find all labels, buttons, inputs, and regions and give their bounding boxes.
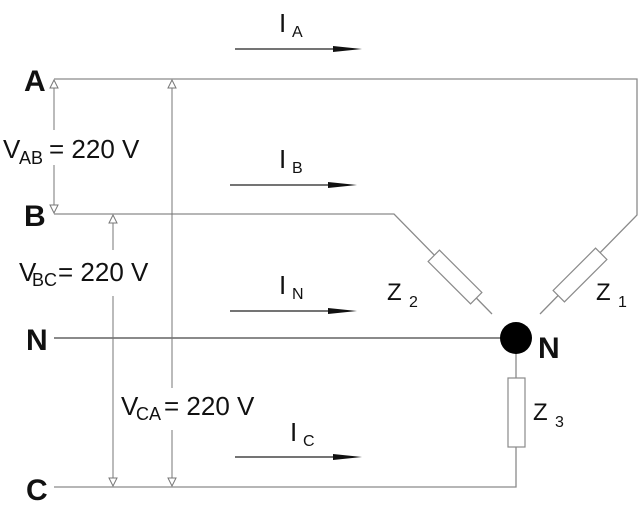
- line-c: C: [26, 447, 517, 507]
- line-n: N: [26, 324, 505, 357]
- arrow-down-icon: [49, 204, 59, 215]
- svg-text:C: C: [303, 433, 315, 450]
- svg-text:A: A: [292, 24, 303, 41]
- arrow-right-icon: [328, 182, 357, 188]
- arrow-right-icon: [333, 454, 362, 460]
- svg-text:= 220 V: = 220 V: [164, 391, 255, 421]
- impedance-z2: [427, 249, 483, 305]
- label-z2: Z 2: [387, 279, 418, 311]
- label-line-c: C: [26, 474, 48, 507]
- svg-text:I: I: [279, 270, 286, 300]
- svg-text:= 220 V: = 220 V: [49, 134, 140, 164]
- svg-text:CA: CA: [136, 404, 161, 424]
- impedance-z3: [507, 377, 526, 448]
- svg-text:B: B: [292, 160, 303, 177]
- svg-text:V: V: [3, 134, 21, 164]
- label-vca: V CA = 220 V: [121, 391, 255, 424]
- svg-text:Z: Z: [596, 279, 611, 306]
- svg-text:Z: Z: [387, 279, 402, 306]
- svg-text:2: 2: [409, 294, 418, 311]
- label-line-n: N: [26, 324, 48, 357]
- current-arrow-ic: I C: [235, 417, 362, 460]
- svg-text:I: I: [290, 417, 297, 447]
- arrow-up-icon: [167, 78, 177, 89]
- arrow-down-icon: [108, 477, 118, 488]
- measure-vab: [49, 78, 59, 215]
- arrow-up-icon: [108, 213, 118, 224]
- current-arrow-ib: I B: [230, 144, 357, 188]
- svg-text:= 220 V: = 220 V: [58, 257, 149, 287]
- svg-text:V: V: [19, 257, 37, 287]
- label-z3: Z 3: [533, 399, 564, 431]
- svg-text:V: V: [121, 391, 139, 421]
- label-line-a: A: [24, 65, 46, 98]
- current-arrow-in: I N: [230, 270, 357, 314]
- svg-text:AB: AB: [19, 148, 43, 168]
- svg-text:N: N: [292, 286, 304, 303]
- svg-text:I: I: [279, 8, 286, 38]
- neutral-node: [500, 322, 532, 354]
- svg-text:1: 1: [618, 294, 627, 311]
- label-vbc: V BC = 220 V: [19, 257, 149, 290]
- arrow-right-icon: [328, 308, 357, 314]
- measure-vca: [167, 78, 177, 488]
- label-neutral-node: N: [538, 332, 560, 365]
- wire-c: [54, 447, 517, 488]
- arrow-right-icon: [333, 46, 362, 52]
- label-z1: Z 1: [596, 279, 627, 311]
- arrow-up-icon: [49, 78, 59, 89]
- current-arrow-ia: I A: [235, 8, 362, 52]
- svg-text:Z: Z: [533, 399, 548, 426]
- measure-vbc: [108, 213, 118, 488]
- svg-text:I: I: [279, 144, 286, 174]
- svg-text:BC: BC: [32, 270, 57, 290]
- label-vab: V AB = 220 V: [3, 134, 140, 168]
- svg-text:3: 3: [555, 414, 564, 431]
- arrow-down-icon: [167, 477, 177, 488]
- label-line-b: B: [24, 200, 46, 233]
- impedance-z1: [552, 247, 608, 303]
